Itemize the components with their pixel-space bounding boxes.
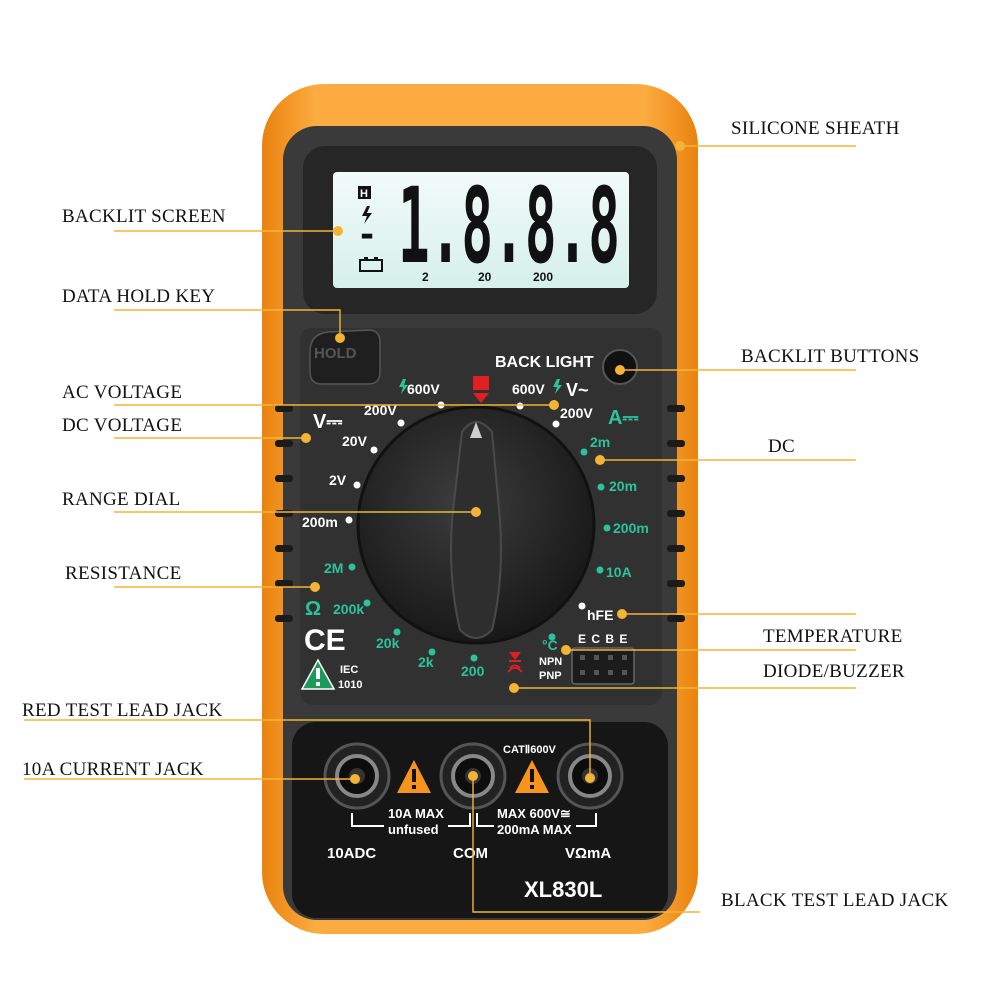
dial-20m-amp: 20m <box>609 478 637 494</box>
dial-temperature: °C <box>542 637 558 653</box>
hold-key-label: HOLD <box>314 345 357 362</box>
dial-2k: 2k <box>418 654 434 670</box>
dial-200k: 200k <box>333 601 364 617</box>
callout-10a-current-jack: 10A CURRENT JACK <box>22 759 204 780</box>
dial-ohm-symbol: Ω <box>305 598 321 620</box>
callout-diode-buzzer: DIODE/BUZZER <box>763 661 905 682</box>
dial-pnp-label: PNP <box>539 670 562 682</box>
dial-ecbe-label: E C B E <box>578 632 628 646</box>
callout-dc: DC <box>768 436 795 457</box>
dial-2m-amp: 2m <box>590 434 610 450</box>
dial-200v-right: 200V <box>560 405 593 421</box>
dial-200m-amp: 200m <box>613 520 649 536</box>
dial-ac-600-left: 600V <box>407 381 440 397</box>
dial-20k: 20k <box>376 635 400 651</box>
dial-hv-bolt-left-icon <box>399 379 408 394</box>
dial-dc-voltage-symbol: V⎓ <box>313 411 342 433</box>
lcd-minus-sign: - <box>360 215 374 255</box>
lcd-hold-indicator: H <box>360 188 368 200</box>
dial-200m: 200m <box>302 514 338 530</box>
dial-ac-600-right: 600V <box>512 381 545 397</box>
model-name: XL830L <box>524 877 602 902</box>
label-10adc: 10ADC <box>327 845 376 862</box>
grip-slots <box>275 405 685 622</box>
iec-label-line1: IEC <box>340 664 358 676</box>
dial-position-dots <box>345 401 611 662</box>
lcd-scale-200: 200 <box>533 270 553 284</box>
jack-unfused: unfused <box>388 822 439 837</box>
warning-left-icon <box>397 760 431 793</box>
dial-amp-symbol: A⎓ <box>608 407 638 429</box>
dial-2M: 2M <box>324 560 343 576</box>
callout-ac-voltage: AC VOLTAGE <box>62 382 182 403</box>
callout-black-test-lead-jack: BLACK TEST LEAD JACK <box>721 890 949 911</box>
jack-200ma-max: 200mA MAX <box>497 822 572 837</box>
lcd-scale-2: 2 <box>422 270 429 284</box>
range-dial[interactable] <box>356 405 596 645</box>
dial-hfe: hFE <box>587 607 613 623</box>
callout-red-test-lead-jack: RED TEST LEAD JACK <box>22 700 223 721</box>
dial-200v: 200V <box>364 402 397 418</box>
cat-rating-label: CATⅡ600V <box>503 744 557 756</box>
dial-hv-bolt-right-icon <box>553 379 562 394</box>
hfe-socket[interactable] <box>571 647 635 685</box>
dial-20v: 20V <box>342 433 368 449</box>
back-light-label: BACK LIGHT <box>495 354 594 371</box>
callout-dc-voltage: DC VOLTAGE <box>62 415 182 436</box>
lcd-scale-20: 20 <box>478 270 492 284</box>
dial-200-ohm: 200 <box>461 663 485 679</box>
leader-markers <box>301 141 685 784</box>
dial-10a: 10A <box>606 564 632 580</box>
jack-10a-max: 10A MAX <box>388 806 444 821</box>
backlit-screen <box>333 172 629 288</box>
lcd-battery-icon <box>359 257 383 272</box>
dial-2v: 2V <box>329 472 347 488</box>
callout-backlit-screen: BACKLIT SCREEN <box>62 206 226 227</box>
dial-npn-label: NPN <box>539 656 562 668</box>
dial-ac-voltage-symbol: V~ <box>566 380 589 400</box>
lcd-reading: 1.8.8.8 <box>398 165 620 287</box>
hold-key[interactable]: HOLD <box>309 329 381 385</box>
label-com: COM <box>453 845 488 862</box>
label-vomega-ma: VΩmA <box>565 845 611 862</box>
lcd-bolt-icon <box>362 206 372 224</box>
callout-temperature: TEMPERATURE <box>763 626 902 647</box>
dial-hv-warning-icon <box>473 376 489 403</box>
callout-silicone-sheath: SILICONE SHEATH <box>731 118 900 139</box>
warning-triangle-icon <box>300 658 336 690</box>
callout-backlit-buttons: BACKLIT BUTTONS <box>741 346 920 367</box>
ce-mark: CE <box>304 624 346 657</box>
leader-lines <box>24 145 856 913</box>
callout-range-dial: RANGE DIAL <box>62 489 181 510</box>
warning-right-icon <box>515 760 549 793</box>
callout-data-hold-key: DATA HOLD KEY <box>62 286 215 307</box>
callout-resistance: RESISTANCE <box>65 563 182 584</box>
jack-bracket-lines <box>351 813 597 827</box>
iec-label-line2: 1010 <box>338 679 362 691</box>
dial-diode-buzzer-icon <box>507 652 523 673</box>
jack-max-600v: MAX 600V≅ <box>497 806 571 821</box>
